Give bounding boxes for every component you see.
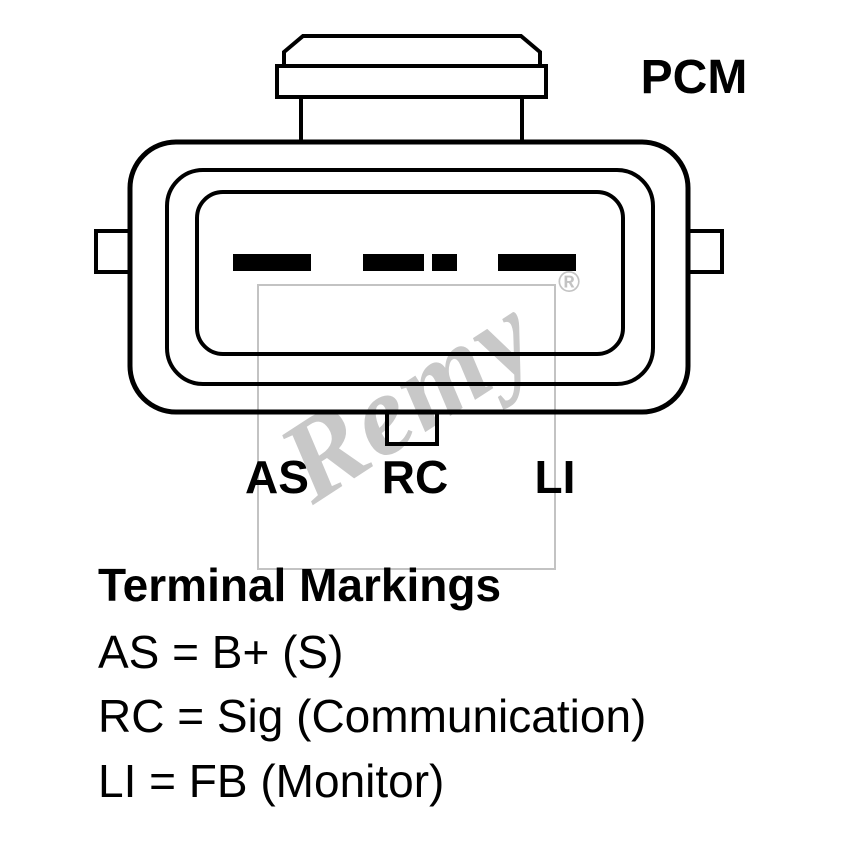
- watermark-box: [257, 284, 556, 570]
- terminal-label-rc: RC: [381, 451, 449, 503]
- registered-trademark-icon: ®: [558, 266, 581, 299]
- connector-label-pcm: PCM: [640, 51, 748, 104]
- terminal-slot-rc-a: [363, 254, 424, 271]
- terminal-label-li: LI: [534, 451, 576, 503]
- terminal-label-as: AS: [245, 451, 309, 503]
- legend: Terminal Markings AS = B+ (S) RC = Sig (…: [98, 560, 646, 820]
- body-outer-outline: [127, 139, 691, 415]
- legend-line-li: LI = FB (Monitor): [98, 754, 445, 807]
- bottom-key-tab: [385, 411, 439, 446]
- legend-line-as: AS = B+ (S): [98, 625, 344, 678]
- right-mount-tab: [688, 229, 724, 274]
- terminal-slot-rc-b: [432, 254, 457, 271]
- terminal-slot-as: [233, 254, 311, 271]
- left-mount-tab: [94, 229, 130, 274]
- legend-title: Terminal Markings: [98, 559, 502, 611]
- legend-line-rc: RC = Sig (Communication): [98, 690, 647, 743]
- terminal-slot-li: [498, 254, 576, 271]
- top-latch-flange: [275, 64, 548, 99]
- top-latch-cap: [282, 34, 542, 68]
- body-inner-outline: [165, 168, 655, 386]
- connector-face-outline: [195, 190, 625, 356]
